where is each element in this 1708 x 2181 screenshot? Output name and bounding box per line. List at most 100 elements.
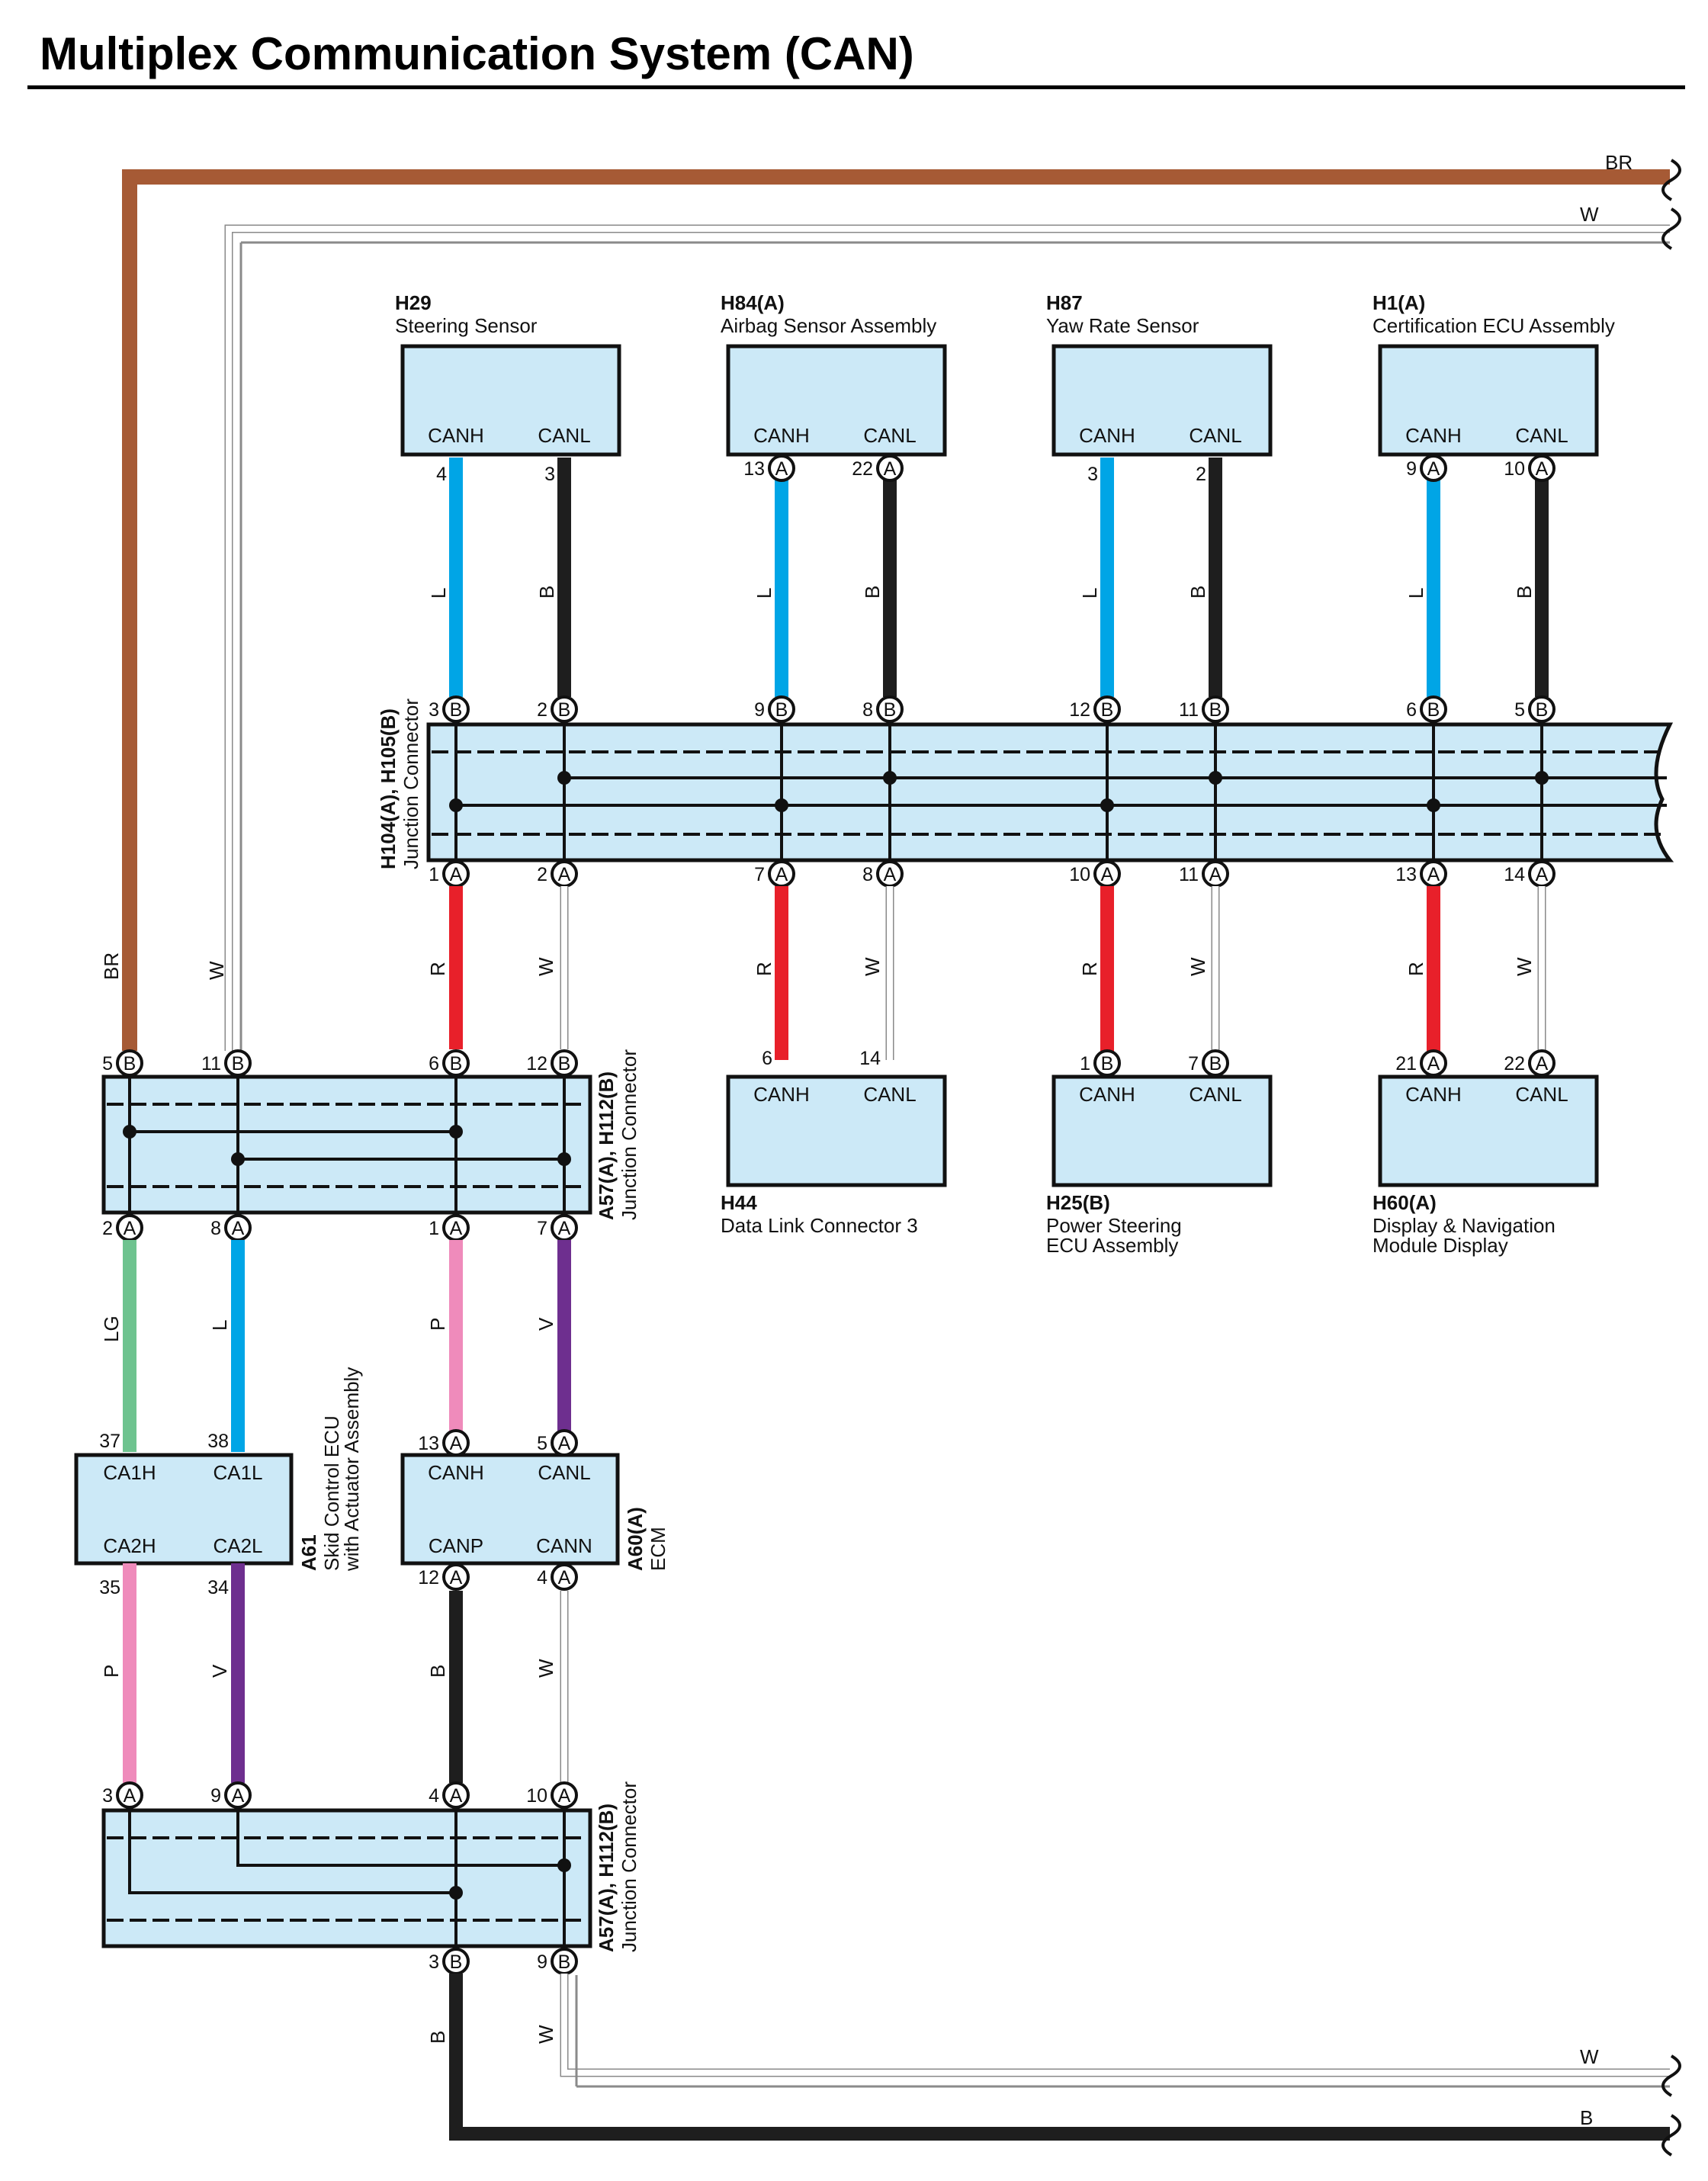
- jc-a57-upper-box: [101, 1074, 592, 1215]
- title-rule: [27, 85, 1685, 89]
- jc-main-bottom-pin-7-number: 14: [1504, 864, 1525, 885]
- jc-a57-upper-top-pin-2-tag: B: [450, 1053, 463, 1074]
- ecm-box: [400, 1453, 620, 1566]
- jc-a57-lower-top-pin-1-tag: A: [232, 1785, 245, 1807]
- jc-main-node-hi-3: [1427, 798, 1440, 812]
- ecu-mid-1-pin-canl-ring: [1202, 1049, 1229, 1077]
- ecu-mid-0-canh: CANH: [753, 1083, 810, 1106]
- ecu-top-0-pin-canh-number: 4: [436, 464, 447, 485]
- rail-br: [122, 169, 1670, 1051]
- jc-a57-upper-node-1: [449, 1125, 463, 1139]
- wire-label-ecm-low-lo: W: [535, 1659, 557, 1678]
- rail-w-bottom: [561, 1974, 1670, 2076]
- ecu-top-0-canl: CANL: [538, 424, 590, 447]
- jc-a57-lower-top-pin-2-tag: A: [450, 1785, 463, 1807]
- ecu-top-3-pin-canh-ring: [1420, 455, 1447, 482]
- ecu-top-3-canl: CANL: [1515, 424, 1568, 447]
- jc-a57-lower-bottom-pin-1-tag: B: [558, 1951, 571, 1973]
- jc-a57-lower-top-pin-2-ring: [442, 1781, 470, 1809]
- jc-main-bottom-pin-3-number: 8: [862, 864, 873, 885]
- jc-a57-upper-node-0: [123, 1125, 136, 1139]
- jc-a57-lower-bottom-pin-0-tag: B: [450, 1951, 463, 1973]
- jc-a57-lower-top-pin-3-number: 10: [526, 1785, 547, 1807]
- a61-ca1l: CA1L: [213, 1461, 262, 1484]
- jc-main-top-pin-0-tag: B: [450, 699, 463, 721]
- rail-w-bottom-outline: [560, 1974, 1670, 2077]
- ecu-top-1-box: [726, 344, 947, 457]
- ecu-mid-2-name2: Module Display: [1372, 1234, 1508, 1257]
- jc-main-bottom-pin-2-tag: A: [775, 864, 788, 885]
- jc-main-top-pin-0-number: 3: [429, 699, 439, 721]
- ecu-top-1-name: Airbag Sensor Assembly: [721, 314, 936, 337]
- wire-label-a61-hi: LG: [100, 1315, 123, 1342]
- ecu-top-0-name: Steering Sensor: [395, 314, 538, 337]
- jc-a57-upper-top-pin-3-tag: B: [558, 1053, 571, 1074]
- ecm-pin-cann-number: 4: [537, 1567, 547, 1588]
- jc-main-top-pin-7-ring: [1528, 695, 1556, 723]
- jc-main-bottom-pin-0-number: 1: [429, 864, 439, 885]
- ecu-top-2-pin-canh-number: 3: [1087, 464, 1098, 485]
- ecu-top-1-pin-canl-number: 22: [852, 458, 873, 480]
- jc-main-bottom-pin-4-number: 10: [1069, 864, 1090, 885]
- ecu-mid-2-pin-canh-tag: A: [1427, 1053, 1440, 1074]
- ecu-top-1-wire-label-lo: B: [861, 586, 884, 599]
- jc-main-bottom-pin-1-number: 2: [537, 864, 547, 885]
- jc-main-node-hi-2: [1100, 798, 1114, 812]
- ecu-mid-2-pin-canl-ring: [1528, 1049, 1556, 1077]
- jc-a57-upper-label2: Junction Connector: [618, 1049, 640, 1220]
- ecu-mid-1-name1: Power Steering: [1046, 1214, 1182, 1237]
- ecu-mid-0-code: H44: [721, 1191, 757, 1214]
- ecu-top-2-name: Yaw Rate Sensor: [1046, 314, 1199, 337]
- wire-label-jc-a57-hi: R: [426, 962, 449, 976]
- jc-main-bottom-pin-7-tag: A: [1536, 864, 1549, 885]
- wire-label-ecm-lo: V: [535, 1317, 557, 1331]
- ecu-top-0-wire-label-lo: B: [535, 586, 558, 599]
- break-w-bottom: [1661, 2054, 1681, 2097]
- a61-pin-ca1l: 38: [207, 1431, 229, 1452]
- ecu-top-1-pin-canl-ring: [876, 455, 904, 482]
- ecu-top-2-canh: CANH: [1079, 424, 1135, 447]
- jc-main-bottom-pin-2-number: 7: [754, 864, 765, 885]
- jc-main-node-lo-1: [883, 771, 897, 785]
- ecm-pin-canl-ring: [551, 1429, 578, 1457]
- jc-a57-upper-top-pin-3-ring: [551, 1049, 578, 1077]
- wire-label-a61-low-lo: V: [208, 1664, 231, 1678]
- ecu-mid-1-pin-canh-number: 1: [1080, 1053, 1090, 1074]
- jc-main-top-pin-5-tag: B: [1209, 699, 1222, 721]
- break-br: [1661, 159, 1681, 201]
- jc-a57-upper-bottom-pin-1-number: 8: [210, 1218, 221, 1239]
- jc-main-node-hi-1: [775, 798, 788, 812]
- break-b-bottom: [1661, 2114, 1681, 2157]
- jc-a57-upper-node-3: [557, 1152, 571, 1166]
- jc-main-top-pin-1-ring: [551, 695, 578, 723]
- jc-main-top-pin-4-tag: B: [1101, 699, 1114, 721]
- jc-a57-lower-top-pin-3-tag: A: [558, 1785, 571, 1807]
- jc-a57-upper-bottom-pin-0-tag: A: [124, 1218, 136, 1239]
- jc-a57-lower-top-pin-0-tag: A: [124, 1785, 136, 1807]
- ecu-mid-1-wire-label-lo: W: [1186, 957, 1209, 976]
- ecm-pin-canp-ring: [442, 1563, 470, 1591]
- ecu-mid-2-canl: CANL: [1515, 1083, 1568, 1106]
- wire-label-out-w: W: [535, 2025, 557, 2044]
- ecm-pin-canl-number: 5: [537, 1433, 547, 1454]
- ecm-pin-canp-number: 12: [418, 1567, 439, 1588]
- jc-main-bottom-pin-0-tag: A: [450, 864, 463, 885]
- ecu-top-2-wire-label-lo: B: [1186, 586, 1209, 599]
- jc-main-top-pin-5-number: 11: [1179, 699, 1199, 721]
- ecu-mid-1-canh: CANH: [1079, 1083, 1135, 1106]
- jc-a57-upper-node-2: [231, 1152, 245, 1166]
- ecu-mid-1-box: [1051, 1074, 1273, 1187]
- jc-main-node-lo-0: [557, 771, 571, 785]
- jc-a57-lower-node-lo: [557, 1858, 571, 1872]
- ecm-canp: CANP: [429, 1534, 483, 1557]
- ecu-top-3-canh: CANH: [1405, 424, 1462, 447]
- jc-main-top-pin-1-number: 2: [537, 699, 547, 721]
- wire-label-rail-w: W: [205, 961, 228, 980]
- ecu-mid-1-name2: ECU Assembly: [1046, 1234, 1178, 1257]
- jc-main-top-pin-7-tag: B: [1536, 699, 1549, 721]
- jc-a57-upper-bottom-pin-1-tag: A: [232, 1218, 245, 1239]
- ecu-mid-1-wire-label-hi: R: [1078, 962, 1101, 976]
- a61-ca1h: CA1H: [103, 1461, 156, 1484]
- ecu-top-0-canh: CANH: [428, 424, 484, 447]
- jc-main-label1: H104(A), H105(B): [377, 708, 400, 869]
